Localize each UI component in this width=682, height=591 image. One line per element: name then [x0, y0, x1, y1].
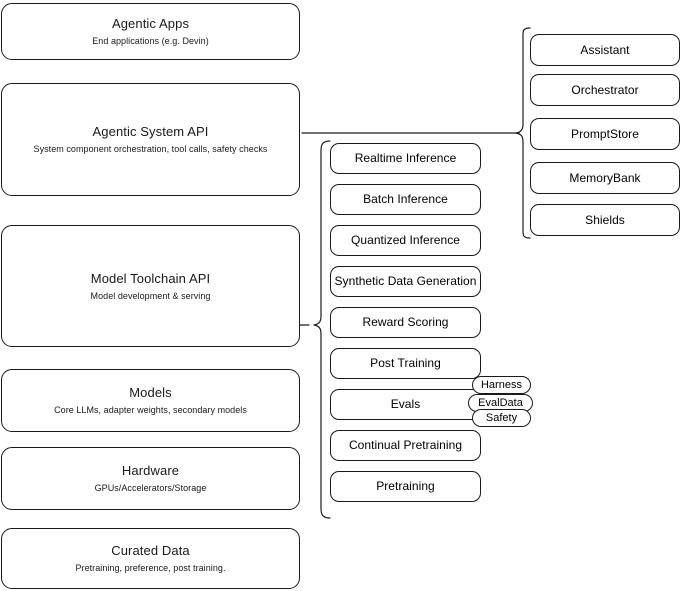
- eval-pill-label: EvalData: [478, 397, 523, 409]
- eval-pill-safety[interactable]: Safety: [472, 409, 531, 427]
- component-shields[interactable]: Shields: [530, 204, 680, 236]
- toolchain-capabilities-brace: [313, 140, 331, 519]
- capability-synthetic-data-generation[interactable]: Synthetic Data Generation: [330, 266, 481, 297]
- layer-curated-data[interactable]: Curated Data Pretraining, preference, po…: [1, 528, 300, 589]
- capability-label: Pretraining: [376, 479, 435, 494]
- layer-subtitle: System component orchestration, tool cal…: [33, 144, 268, 155]
- capability-post-training[interactable]: Post Training: [330, 348, 481, 379]
- eval-pill-harness[interactable]: Harness: [472, 376, 531, 394]
- eval-pill-label: Safety: [485, 412, 518, 424]
- capability-label: Realtime Inference: [354, 151, 457, 166]
- layer-subtitle: Pretraining, preference, post training.: [75, 563, 226, 574]
- capability-reward-scoring[interactable]: Reward Scoring: [330, 307, 481, 338]
- eval-pill-label: Harness: [480, 379, 523, 391]
- layer-subtitle: End applications (e.g. Devin): [92, 36, 209, 47]
- layer-subtitle: GPUs/Accelerators/Storage: [94, 483, 207, 494]
- system-components-brace: [515, 27, 531, 239]
- layer-title: Hardware: [121, 463, 180, 479]
- layer-models[interactable]: Models Core LLMs, adapter weights, secon…: [1, 369, 300, 432]
- capability-label: Post Training: [370, 356, 441, 371]
- capability-label: Quantized Inference: [350, 233, 461, 248]
- layer-title: Model Toolchain API: [90, 270, 211, 286]
- capability-evals[interactable]: Evals: [330, 389, 481, 420]
- component-promptstore[interactable]: PromptStore: [530, 118, 680, 150]
- capability-continual-pretraining[interactable]: Continual Pretraining: [330, 430, 481, 461]
- component-orchestrator[interactable]: Orchestrator: [530, 74, 680, 106]
- layer-agentic-apps[interactable]: Agentic Apps End applications (e.g. Devi…: [1, 3, 300, 60]
- component-memorybank[interactable]: MemoryBank: [530, 162, 680, 194]
- capability-label: Synthetic Data Generation: [334, 274, 477, 289]
- layer-subtitle: Core LLMs, adapter weights, secondary mo…: [54, 405, 247, 416]
- layer-subtitle: Model development & serving: [90, 290, 211, 301]
- layer-model-toolchain-api[interactable]: Model Toolchain API Model development & …: [1, 225, 300, 347]
- layer-hardware[interactable]: Hardware GPUs/Accelerators/Storage: [1, 447, 300, 510]
- capability-label: Batch Inference: [363, 192, 448, 207]
- component-label: PromptStore: [571, 126, 639, 141]
- layer-agentic-system-api[interactable]: Agentic System API System component orch…: [1, 83, 300, 196]
- layer-title: Models: [129, 385, 172, 401]
- capability-label: Evals: [390, 397, 421, 412]
- capability-pretraining[interactable]: Pretraining: [330, 471, 481, 502]
- capability-label: Continual Pretraining: [348, 438, 463, 453]
- capability-label: Reward Scoring: [362, 315, 449, 330]
- layer-title: Curated Data: [111, 543, 190, 559]
- capability-realtime-inference[interactable]: Realtime Inference: [330, 143, 481, 174]
- component-label: Orchestrator: [571, 82, 639, 97]
- capability-batch-inference[interactable]: Batch Inference: [330, 184, 481, 215]
- layer-title: Agentic Apps: [111, 16, 190, 32]
- capability-quantized-inference[interactable]: Quantized Inference: [330, 225, 481, 256]
- component-label: Assistant: [580, 42, 630, 57]
- component-label: Shields: [585, 212, 625, 227]
- component-assistant[interactable]: Assistant: [530, 34, 680, 66]
- layer-title: Agentic System API: [92, 124, 209, 140]
- component-label: MemoryBank: [569, 170, 641, 185]
